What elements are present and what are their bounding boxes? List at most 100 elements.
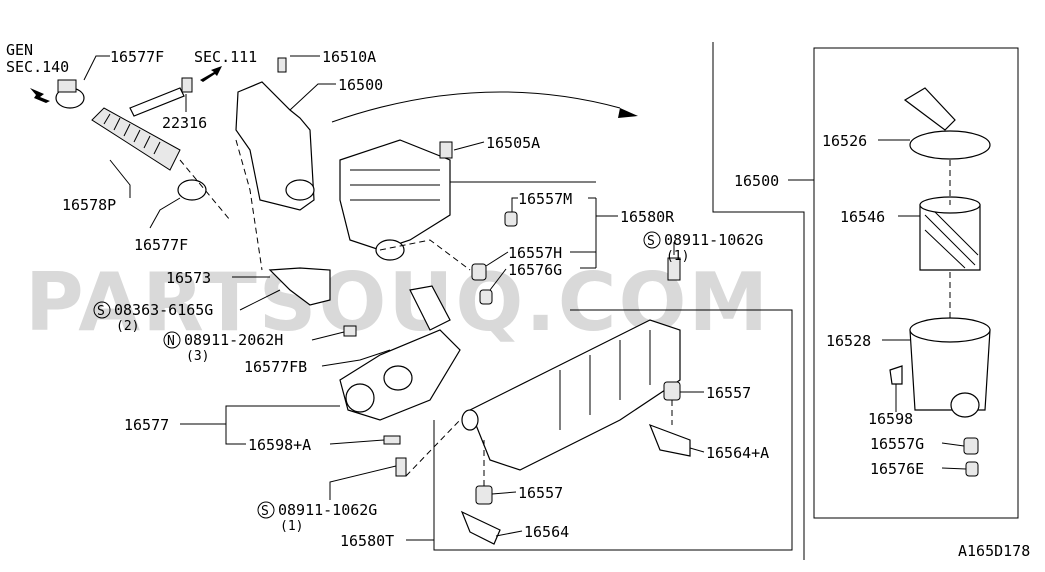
sensor-16598 <box>889 365 903 385</box>
ref-gen: GEN <box>6 41 33 59</box>
callout-16500-inset[interactable]: 16500 <box>734 172 779 190</box>
leader-16598a <box>329 439 385 445</box>
callout-16546[interactable]: 16546 <box>840 208 885 226</box>
callout-16528[interactable]: 16528 <box>826 332 871 350</box>
cover-16526 <box>909 130 991 160</box>
leader-16564a <box>689 447 705 453</box>
callout-08911-1062g-top[interactable]: 08911-1062G <box>664 231 763 249</box>
leader-16576e <box>941 467 967 470</box>
leader-08911-1062g-bot <box>329 465 397 500</box>
case-outlet <box>950 392 980 418</box>
callout-08911-2062h[interactable]: 08911-2062H <box>184 331 283 349</box>
washer-08911-2062h <box>343 325 357 337</box>
callout-16510a[interactable]: 16510A <box>322 48 376 66</box>
clamp-screw-16577f <box>57 79 77 93</box>
leader-16557g <box>941 442 965 447</box>
callout-08363-qty: (2) <box>116 319 139 334</box>
leader-16577 <box>180 405 340 445</box>
dash-bot <box>405 419 461 477</box>
s-marker-08911-1062g-bot <box>257 501 275 519</box>
callout-16577fb[interactable]: 16577FB <box>244 358 307 376</box>
hose-ribs <box>103 113 161 155</box>
bolt-08911-1062g-top <box>667 257 681 281</box>
assembly-arrow <box>331 91 621 123</box>
callout-16557-b[interactable]: 16557 <box>518 484 563 502</box>
s-marker-08363 <box>93 301 111 319</box>
diagram-id: A165D178 <box>958 542 1030 560</box>
bolt-16505a <box>439 141 453 159</box>
element-mesh <box>924 211 979 269</box>
inset-frame <box>813 47 1019 519</box>
resonator-outlet <box>375 239 405 261</box>
callout-08363[interactable]: 08363-6165G <box>114 301 213 319</box>
sensor-16598a <box>383 435 401 445</box>
grommet-16557-b <box>475 485 493 505</box>
leader-16578p <box>109 159 131 198</box>
n-marker-letter: N <box>167 334 175 349</box>
leader-08363 <box>239 289 281 311</box>
duct-port-a <box>345 383 375 413</box>
grommet-16557h <box>471 263 487 281</box>
callout-08911-2062h-qty: (3) <box>186 349 209 364</box>
bracket-16573 <box>268 267 331 306</box>
resonator-frame <box>433 309 793 551</box>
ref-sec-140[interactable]: SEC.140 <box>6 58 69 76</box>
clamp-16577f-mid <box>177 179 207 201</box>
callout-08911-1062g-top-qty: (1) <box>666 249 689 264</box>
collar-16576g <box>479 289 493 305</box>
element-16546 <box>919 204 981 271</box>
callout-16578p[interactable]: 16578P <box>62 196 116 214</box>
callout-16576e[interactable]: 16576E <box>870 460 924 478</box>
callout-16505a[interactable]: 16505A <box>486 134 540 152</box>
bolt-08911-1062g-bot <box>395 457 407 477</box>
section-divider <box>712 42 805 560</box>
inlet-16526 <box>903 87 956 131</box>
callout-16557h[interactable]: 16557H <box>508 244 562 262</box>
callout-22316[interactable]: 22316 <box>162 114 207 132</box>
resonator-ribs-t <box>559 330 651 430</box>
dash-16573 <box>235 139 263 271</box>
leader-16557m <box>511 197 518 212</box>
callout-16526[interactable]: 16526 <box>822 132 867 150</box>
callout-16580r[interactable]: 16580R <box>620 208 675 226</box>
leader-16577f-top <box>83 55 110 81</box>
callout-16598a[interactable]: 16598+A <box>248 436 311 454</box>
leader-16564 <box>495 530 523 537</box>
leader-16580r-group <box>570 197 618 269</box>
grommet-16557g <box>963 437 979 455</box>
callout-16564[interactable]: 16564 <box>524 523 569 541</box>
leader-16557-b <box>491 491 517 495</box>
callout-16577[interactable]: 16577 <box>124 416 169 434</box>
resonator-16580t <box>469 319 681 471</box>
callout-16573[interactable]: 16573 <box>166 269 211 287</box>
leader-08911-2062h <box>311 331 345 341</box>
s-marker-top-letter: S <box>647 234 655 249</box>
bracket-16564 <box>460 510 501 545</box>
callout-16500[interactable]: 16500 <box>338 76 383 94</box>
bolt-16510a <box>277 57 287 73</box>
callout-08911-1062g-bot[interactable]: 08911-1062G <box>278 501 377 519</box>
callout-16577f-mid[interactable]: 16577F <box>134 236 188 254</box>
air-cleaner-16500 <box>235 81 315 211</box>
grommet-16557m <box>504 211 518 227</box>
callout-16598[interactable]: 16598 <box>868 410 913 428</box>
resonator-inlet <box>461 409 479 431</box>
s-marker-08911-1062g-top <box>643 231 661 249</box>
assembly-arrow-head <box>618 108 638 118</box>
callout-16557-a[interactable]: 16557 <box>706 384 751 402</box>
leader-16557h <box>485 251 509 267</box>
callout-08911-1062g-bot-qty: (1) <box>280 519 303 534</box>
ref-sec-111[interactable]: SEC.111 <box>194 48 257 66</box>
callout-16576g[interactable]: 16576G <box>508 261 562 279</box>
resonator-ribs <box>350 169 440 201</box>
callout-16577f-top[interactable]: 16577F <box>110 48 164 66</box>
leader-16500 <box>289 83 336 111</box>
leader-16505a <box>453 141 485 151</box>
callout-16580t[interactable]: 16580T <box>340 532 394 550</box>
callout-16564a[interactable]: 16564+A <box>706 444 769 462</box>
callout-16557g[interactable]: 16557G <box>870 435 924 453</box>
grommet-16557-a <box>663 381 681 401</box>
leader-16577fb <box>321 349 391 367</box>
callout-16557m[interactable]: 16557M <box>518 190 572 208</box>
